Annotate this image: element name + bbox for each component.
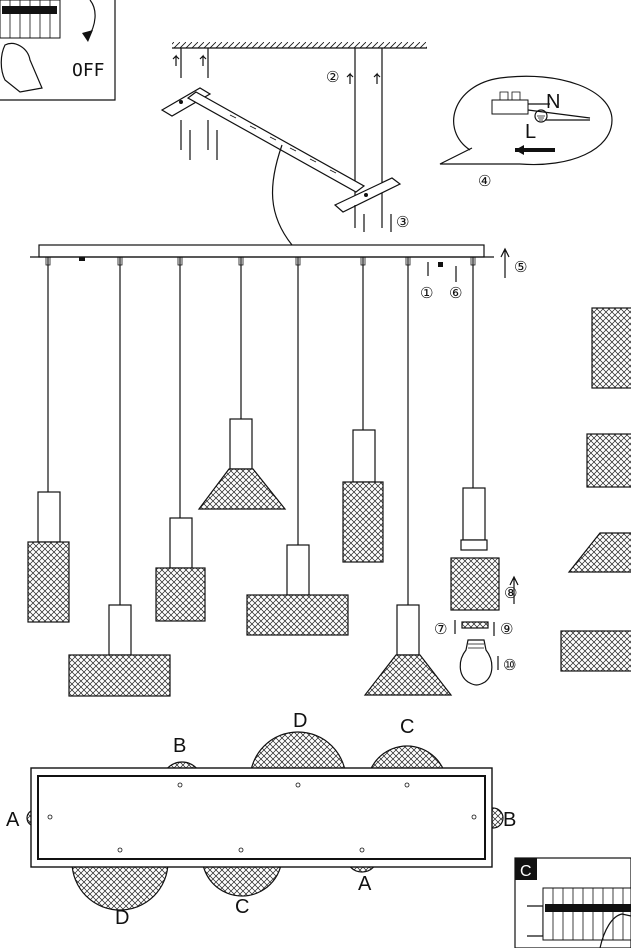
pendant-7 bbox=[363, 604, 453, 696]
label-c-top: C bbox=[400, 716, 414, 738]
label-a-bottom: A bbox=[358, 873, 372, 895]
step-4: ④ bbox=[478, 172, 491, 190]
breaker-hand-icon bbox=[599, 913, 631, 948]
breaker-panel-label: C bbox=[520, 863, 532, 880]
label-d-top: D bbox=[293, 710, 307, 732]
pendant-2 bbox=[68, 604, 171, 697]
pendant-1 bbox=[27, 491, 70, 623]
label-d-bottom: D bbox=[115, 907, 129, 929]
step-3: ③ bbox=[396, 213, 409, 231]
ground-icon bbox=[534, 109, 548, 123]
breaker-panel: C bbox=[514, 857, 631, 948]
ceiling bbox=[172, 42, 427, 49]
step-7: ⑦ bbox=[434, 620, 447, 638]
step-10: ⑩ bbox=[503, 656, 516, 674]
label-b-top: B bbox=[173, 735, 186, 757]
canopy-layout bbox=[26, 731, 504, 911]
mounting-bracket bbox=[160, 87, 402, 213]
live-label: L bbox=[525, 121, 536, 143]
pendant-5 bbox=[246, 544, 349, 636]
hand-icon bbox=[0, 42, 43, 93]
label-b-right: B bbox=[503, 809, 516, 831]
pendant-8-exploded bbox=[450, 487, 519, 686]
set-screws bbox=[427, 262, 457, 282]
mounting-screws-top bbox=[172, 48, 383, 205]
step-6: ⑥ bbox=[449, 284, 462, 302]
pendant-cords bbox=[45, 256, 476, 605]
off-label: OFF bbox=[72, 60, 105, 81]
label-a-left: A bbox=[6, 809, 20, 831]
pendant-3 bbox=[155, 517, 206, 622]
bracket-screws bbox=[180, 120, 392, 232]
step-1: ① bbox=[420, 284, 433, 302]
step-2: ② bbox=[326, 68, 339, 86]
step-9: ⑨ bbox=[500, 620, 513, 638]
label-c-bottom: C bbox=[235, 896, 249, 918]
neutral-label: N bbox=[546, 91, 560, 113]
bulb-icon bbox=[459, 639, 493, 686]
step-5-arrow bbox=[500, 247, 510, 278]
canopy-bar bbox=[30, 244, 494, 261]
pendant-6 bbox=[342, 429, 384, 563]
step-5: ⑤ bbox=[514, 258, 527, 276]
step-8: ⑧ bbox=[504, 584, 517, 602]
power-cable bbox=[271, 144, 293, 246]
shade-gallery bbox=[560, 307, 631, 672]
power-switch-panel: OFF bbox=[0, 0, 116, 101]
pendant-4 bbox=[197, 418, 287, 510]
wiring-bubble: N L bbox=[439, 75, 613, 166]
